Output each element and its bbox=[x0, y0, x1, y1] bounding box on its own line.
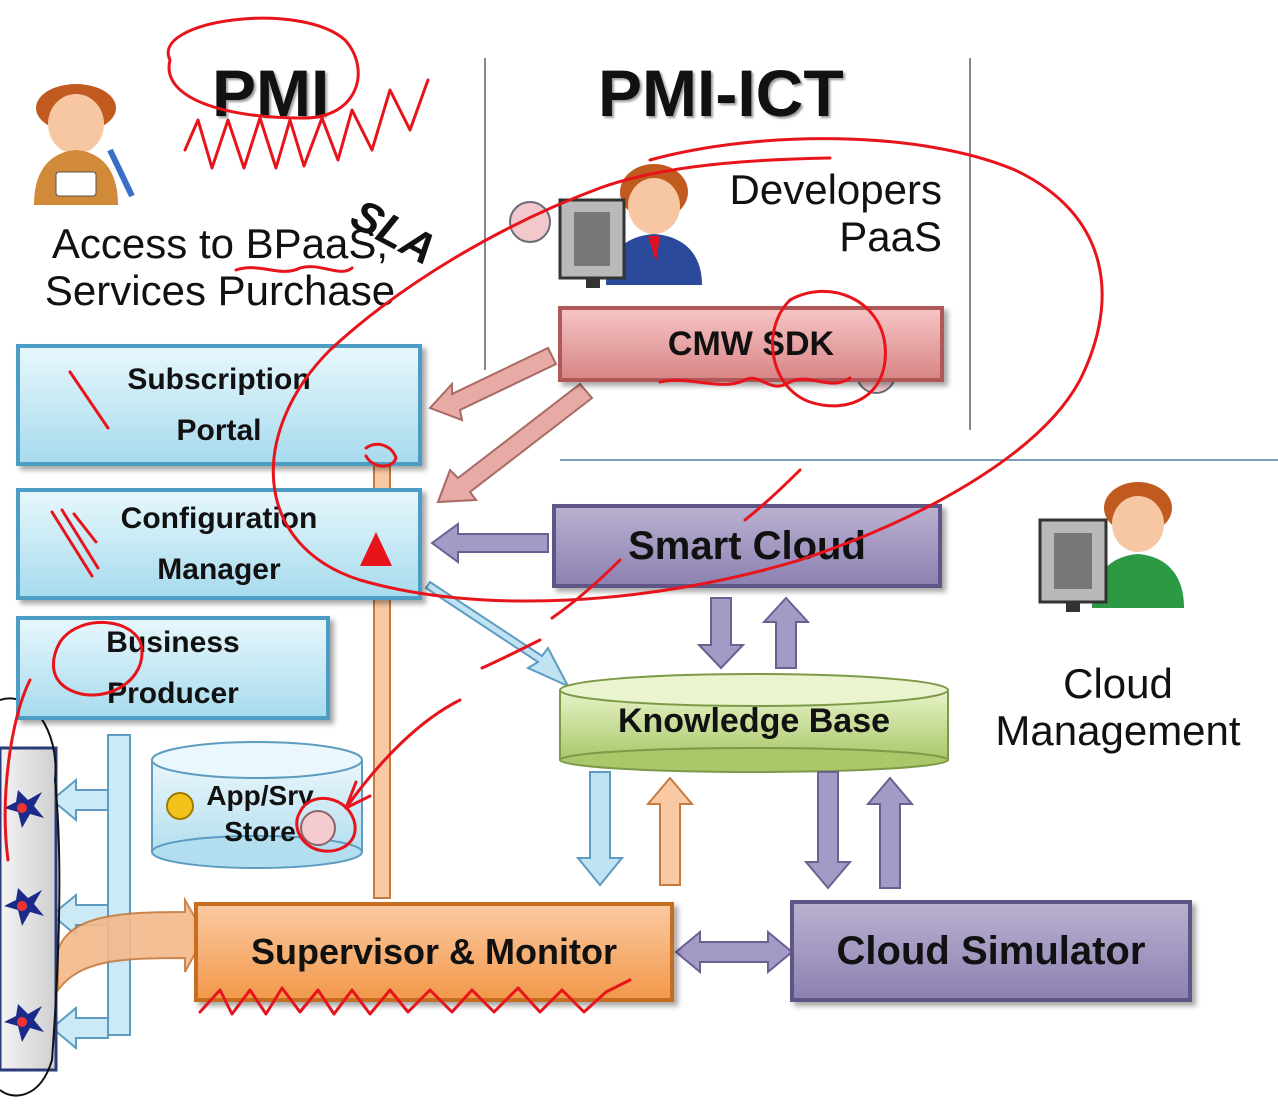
business-user-icon bbox=[34, 84, 135, 205]
business-producer-box[interactable]: Business Producer bbox=[16, 616, 330, 720]
caption-line: Management bbox=[995, 707, 1241, 755]
cloud-manager-icon bbox=[1038, 482, 1184, 612]
arrow-simulator-to-kb bbox=[865, 776, 915, 889]
box-label-line: Portal bbox=[176, 414, 262, 447]
box-label-line: App/Srv bbox=[206, 780, 314, 811]
caption-line: PaaS bbox=[839, 213, 942, 261]
cloud-simulator-box[interactable]: Cloud Simulator bbox=[790, 900, 1192, 1002]
cloud-manager-caption: Cloud Management bbox=[968, 660, 1268, 754]
producer-distribution-arrows bbox=[50, 734, 131, 1051]
pmi-header: PMI bbox=[212, 56, 330, 130]
box-label-line: Producer bbox=[107, 677, 239, 710]
pmi-ict-header: PMI-ICT bbox=[598, 56, 844, 130]
arrow-smartcloud-to-config bbox=[430, 522, 549, 564]
star-icon bbox=[4, 1004, 44, 1042]
cloud-services-group bbox=[0, 697, 61, 1097]
arrow-supervisor-to-kb bbox=[645, 776, 695, 886]
arrow-sdk-to-portal bbox=[428, 346, 558, 422]
smart-cloud-box[interactable]: Smart Cloud bbox=[552, 504, 942, 588]
box-label-line: Subscription bbox=[127, 363, 311, 396]
caption-line: Cloud bbox=[1063, 660, 1173, 707]
caption-line: Developers bbox=[729, 166, 942, 213]
arrow-kb-to-supervisor bbox=[575, 771, 625, 887]
developer-caption: Developers PaaS bbox=[640, 166, 942, 260]
app-store-label[interactable]: App/Srv Store bbox=[180, 778, 340, 851]
box-label-line: Business bbox=[106, 626, 240, 659]
knowledge-base-label[interactable]: Knowledge Base bbox=[617, 702, 891, 740]
caption-line: Services Purchase bbox=[44, 267, 396, 315]
box-label-line: Configuration bbox=[120, 502, 318, 535]
cmw-sdk-box[interactable]: CMW SDK bbox=[558, 306, 944, 382]
arrow-kb-to-simulator bbox=[803, 771, 853, 890]
knowledge-base-database bbox=[559, 673, 949, 773]
sphere-icon bbox=[509, 201, 551, 243]
subscription-portal-box[interactable]: Subscription Portal bbox=[16, 344, 422, 466]
supervisor-monitor-box[interactable]: Supervisor & Monitor bbox=[194, 902, 674, 1002]
arrow-supervisor-simulator bbox=[674, 929, 794, 975]
box-label-line: Manager bbox=[157, 553, 281, 586]
arrow-smartcloud-down bbox=[696, 597, 746, 670]
configuration-manager-box[interactable]: Configuration Manager bbox=[16, 488, 422, 600]
box-label-line: Store bbox=[224, 816, 296, 848]
star-icon bbox=[4, 888, 44, 926]
arrow-kb-up bbox=[761, 596, 811, 669]
arrow-config-to-kb bbox=[424, 580, 571, 689]
arrow-supervisor-to-portal bbox=[365, 401, 397, 899]
